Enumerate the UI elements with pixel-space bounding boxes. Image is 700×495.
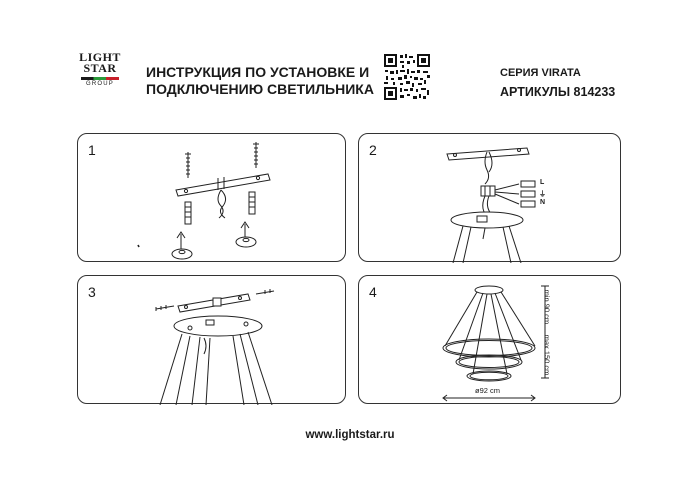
diameter-dimension-label: ø92 cm xyxy=(475,386,501,395)
step-number: 3 xyxy=(88,284,96,300)
logo-color-stripe xyxy=(81,77,119,80)
series-label: СЕРИЯ VIRATA xyxy=(500,67,581,79)
brand-logo: LIGHT STAR GROUP xyxy=(78,50,122,104)
document-title: ИНСТРУКЦИЯ ПО УСТАНОВКЕ И ПОДКЛЮЧЕНИЮ СВ… xyxy=(146,64,374,98)
logo-text-group: GROUP xyxy=(85,81,114,87)
title-line-1: ИНСТРУКЦИЯ ПО УСТАНОВКЕ И xyxy=(146,64,370,80)
step-4-panel: 4 min 90 cm ... max 150 cm ø92 cm xyxy=(358,275,621,404)
terminal-block-icon xyxy=(480,185,496,197)
logo-text-star: STAR xyxy=(83,61,117,75)
website-link[interactable]: www.lightstar.ru xyxy=(305,429,395,441)
ring-large xyxy=(442,338,536,358)
step-number: 2 xyxy=(369,142,377,158)
wire-label-earth: ⏚ xyxy=(539,191,546,198)
step-4-dimensions-diagram xyxy=(442,285,549,402)
screw-icon xyxy=(253,142,259,168)
screw-icon xyxy=(155,305,175,311)
logo-text-light: LIGHT xyxy=(79,50,121,64)
height-dimension-label: min 90 cm ... max 150 cm xyxy=(542,289,552,376)
ring-medium xyxy=(455,354,523,370)
step-1-panel: 1 xyxy=(77,133,346,262)
screw-icon xyxy=(255,289,275,295)
wire-label-l: L xyxy=(540,179,545,186)
wall-plug-icon xyxy=(248,191,256,215)
step-1-mounting-bracket-diagram xyxy=(137,142,271,260)
product-info: СЕРИЯ VIRATA АРТИКУЛЫ 814233 xyxy=(500,64,615,102)
step-2-panel: 2 L ⏚ N xyxy=(358,133,621,263)
step-3-panel: 3 xyxy=(77,275,346,405)
step-number: 1 xyxy=(88,142,96,158)
step-3-fixture-assembly-diagram xyxy=(155,289,275,405)
title-line-2: ПОДКЛЮЧЕНИЮ СВЕТИЛЬНИКА xyxy=(146,81,374,97)
articles-label: АРТИКУЛЫ 814233 xyxy=(500,85,616,99)
step-number: 4 xyxy=(369,284,377,300)
qr-code-icon[interactable] xyxy=(383,53,431,101)
ring-small xyxy=(466,370,512,382)
wall-plug-icon xyxy=(184,201,192,225)
screw-icon xyxy=(185,152,191,178)
step-2-wiring-diagram xyxy=(446,147,536,263)
wire-label-n: N xyxy=(540,199,546,206)
